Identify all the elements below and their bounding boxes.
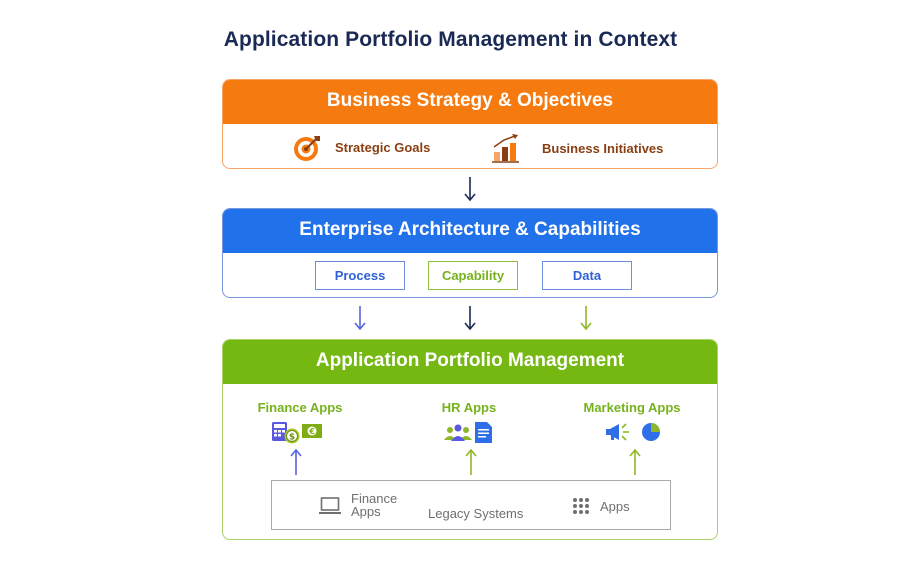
svg-text:€: € [308, 427, 315, 436]
pie-chart-icon [642, 423, 660, 441]
business-strategy-card: Business Strategy & Objectives Strategic… [222, 79, 718, 169]
svg-text:$: $ [289, 433, 295, 443]
apm-header: Application Portfolio Management [223, 340, 717, 384]
business-initiatives-item: Business Initiatives [491, 133, 664, 164]
dollar-coin-icon: $ [284, 428, 300, 444]
document-icon [475, 422, 492, 443]
arrow-down-icon [464, 177, 476, 202]
arrow-down-capability-icon [464, 306, 476, 331]
euro-banknote-icon: € [302, 424, 322, 438]
hr-apps-label: HR Apps [441, 400, 497, 415]
strategic-goals-label: Strategic Goals [335, 140, 431, 155]
page-title: Application Portfolio Management in Cont… [223, 28, 678, 51]
growth-bar-chart-icon [492, 133, 519, 163]
legacy-finance-apps-line2: Apps [351, 504, 381, 519]
legacy-finance-apps-line1: Finance [351, 491, 398, 506]
calculator-icon [272, 422, 287, 441]
app-grid-icon [573, 498, 589, 514]
data-box: Data [542, 260, 632, 290]
megaphone-icon [606, 423, 629, 441]
marketing-apps-label: Marketing Apps [583, 400, 681, 415]
people-group-icon [444, 424, 472, 441]
finance-apps-icons: $ € [271, 420, 322, 444]
business-initiatives-label: Business Initiatives [542, 141, 664, 156]
enterprise-architecture-header: Enterprise Architecture & Capabilities [223, 209, 717, 253]
strategic-goals-item: Strategic Goals [293, 134, 430, 162]
laptop-icon [319, 497, 341, 514]
legacy-apps-label: Apps [600, 499, 630, 514]
capability-box: Capability [428, 260, 518, 290]
legacy-systems-label: Legacy Systems [428, 506, 524, 521]
finance-apps-label: Finance Apps [257, 400, 343, 415]
arrow-down-data-icon [580, 306, 592, 331]
hr-apps-icons [444, 422, 492, 443]
apm-card: Application Portfolio Management Finance… [222, 339, 718, 540]
arrow-up-hr-icon [465, 448, 477, 475]
arrow-up-marketing-icon [629, 448, 641, 475]
arrow-up-finance-icon [290, 448, 302, 475]
marketing-apps-icons [606, 422, 661, 442]
target-icon [294, 135, 320, 161]
arrow-down-process-icon [354, 306, 366, 331]
enterprise-architecture-card: Enterprise Architecture & Capabilities P… [222, 208, 718, 298]
process-box: Process [315, 260, 405, 290]
business-strategy-header: Business Strategy & Objectives [223, 80, 717, 124]
legacy-systems-box: Finance Apps Legacy Systems Apps [271, 480, 671, 530]
